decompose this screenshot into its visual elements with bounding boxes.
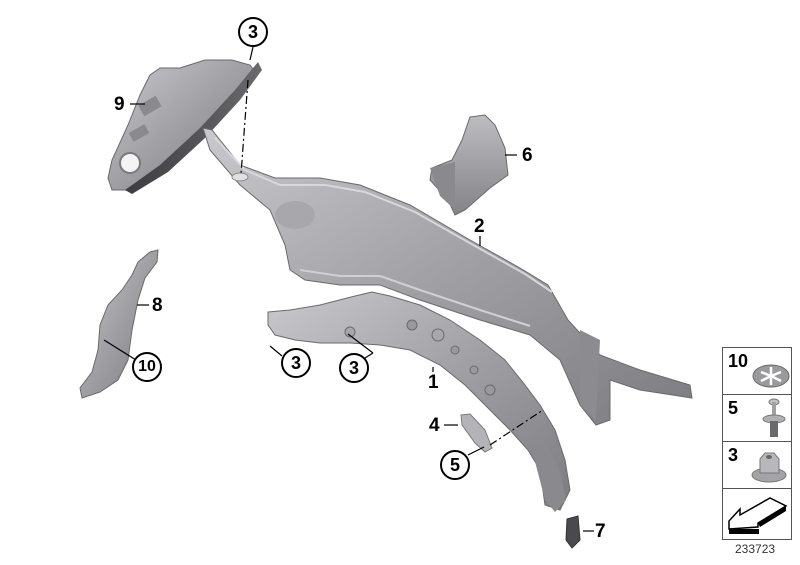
expanding-rivet-icon bbox=[762, 398, 786, 437]
legend-row-5[interactable]: 5 bbox=[723, 395, 791, 442]
callout-5[interactable]: 5 bbox=[440, 450, 470, 480]
part-4-plate bbox=[460, 413, 493, 453]
callout-1[interactable]: 1 bbox=[428, 372, 439, 393]
part-8-bracket bbox=[79, 249, 159, 399]
callout-6[interactable]: 6 bbox=[522, 145, 533, 166]
part-6-bracket bbox=[429, 114, 509, 216]
diagram-id: 233723 bbox=[735, 542, 776, 556]
direction-arrow-icon bbox=[728, 497, 788, 534]
legend-row-arrow[interactable] bbox=[723, 489, 791, 541]
callout-10[interactable]: 10 bbox=[132, 352, 162, 382]
callout-7[interactable]: 7 bbox=[595, 521, 606, 542]
fastener-legend: 10 5 3 bbox=[722, 347, 792, 540]
callout-9[interactable]: 9 bbox=[114, 94, 125, 115]
legend-number: 5 bbox=[728, 398, 739, 418]
part-2-wheelhouse-member bbox=[202, 127, 693, 426]
part-7-plug bbox=[565, 515, 581, 549]
part-9-strut-brace bbox=[107, 59, 262, 194]
legend-number: 3 bbox=[728, 445, 739, 465]
callout-3-top[interactable]: 3 bbox=[238, 17, 268, 47]
legend-row-3[interactable]: 3 bbox=[723, 442, 791, 489]
clip-nut-icon bbox=[752, 364, 790, 388]
callout-3-mid[interactable]: 3 bbox=[339, 353, 369, 383]
leader-lines bbox=[103, 46, 594, 532]
callout-2[interactable]: 2 bbox=[474, 216, 485, 237]
callout-4[interactable]: 4 bbox=[429, 415, 440, 436]
callout-8[interactable]: 8 bbox=[152, 295, 163, 316]
hex-collar-nut-icon bbox=[751, 452, 787, 483]
legend-row-10[interactable]: 10 bbox=[723, 348, 791, 395]
legend-number: 10 bbox=[728, 351, 749, 371]
part-1-wheel-arch-panel bbox=[267, 291, 571, 512]
callout-3-left[interactable]: 3 bbox=[281, 348, 311, 378]
